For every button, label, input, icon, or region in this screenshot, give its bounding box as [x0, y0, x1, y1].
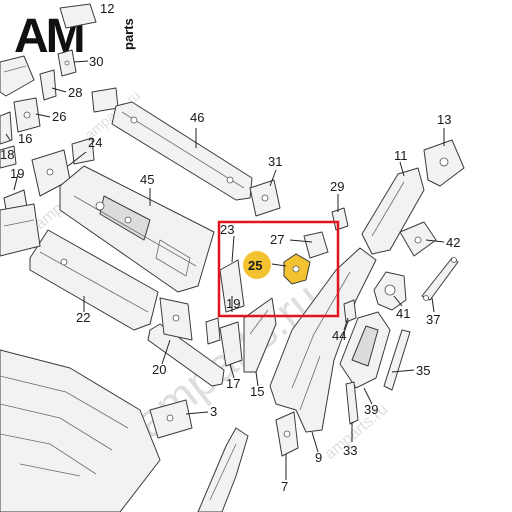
part-80-bracket[interactable]	[71, 137, 95, 165]
callout-45[interactable]: 45	[140, 172, 154, 187]
part-25-selected[interactable]	[283, 253, 311, 285]
callout-37[interactable]: 37	[426, 312, 440, 327]
callout-44[interactable]: 44	[332, 328, 346, 343]
part-floor-panel[interactable]	[0, 349, 161, 512]
callout-23[interactable]: 23	[220, 222, 234, 237]
callout-26[interactable]: 26	[52, 109, 66, 124]
part-left-rail-upper[interactable]	[0, 55, 35, 97]
part-33-strip[interactable]	[345, 381, 359, 425]
callout-9[interactable]: 9	[315, 450, 322, 465]
callout-17[interactable]: 17	[226, 376, 240, 391]
part-31-bracket[interactable]	[249, 179, 281, 217]
part-left-edge-panel[interactable]	[0, 203, 41, 257]
part-11-rail[interactable]	[361, 167, 425, 255]
part-92-bracket[interactable]	[91, 87, 119, 113]
callout-18[interactable]: 18	[0, 147, 14, 162]
callout-42[interactable]: 42	[446, 235, 460, 250]
am-parts-logo: AM parts	[14, 10, 136, 63]
callout-29[interactable]: 29	[330, 179, 344, 194]
part-42-bracket[interactable]	[399, 221, 437, 257]
callout-27[interactable]: 27	[270, 232, 284, 247]
part-7-bracket[interactable]	[275, 411, 299, 457]
part-30-bracket[interactable]	[57, 49, 77, 77]
callout-13[interactable]: 13	[437, 112, 451, 127]
part-37-link[interactable]	[421, 257, 459, 301]
part-16-plate[interactable]	[0, 145, 17, 169]
part-26-bracket[interactable]	[13, 97, 41, 133]
part-13-bracket[interactable]	[423, 139, 465, 187]
part-12-bracket[interactable]	[59, 3, 97, 29]
part-23-bracket[interactable]	[219, 259, 245, 313]
part-46-rail[interactable]	[111, 101, 253, 201]
part-44-clip[interactable]	[343, 299, 357, 323]
part-17-bracket[interactable]	[219, 321, 243, 367]
part-small-19[interactable]	[205, 317, 221, 345]
part-45-panel[interactable]	[59, 165, 215, 293]
callout-24[interactable]: 24	[88, 135, 102, 150]
callout-labels: 12 30 28 26 16 18 24 46 45 31 29 19 11 1…	[0, 1, 460, 494]
callout-7[interactable]: 7	[281, 479, 288, 494]
callout-20[interactable]: 20	[152, 362, 166, 377]
callout-12[interactable]: 12	[100, 1, 114, 16]
selected-callout-marker	[243, 251, 271, 279]
part-20-bracket[interactable]	[159, 297, 193, 341]
callout-3[interactable]: 3	[210, 404, 217, 419]
leader-lines	[5, 60, 445, 480]
callout-33[interactable]: 33	[343, 443, 357, 458]
part-28-bracket[interactable]	[39, 69, 57, 101]
part-29-bracket[interactable]	[331, 207, 349, 231]
callout-30[interactable]: 30	[89, 54, 103, 69]
callout-11[interactable]: 11	[394, 148, 408, 163]
part-22-panel[interactable]	[29, 229, 159, 331]
callout-46[interactable]: 46	[190, 110, 204, 125]
callout-35[interactable]: 35	[416, 363, 430, 378]
callout-31[interactable]: 31	[268, 154, 282, 169]
callout-16[interactable]: 16	[18, 131, 32, 146]
part-39-housing[interactable]	[339, 311, 391, 389]
callout-19[interactable]: 19	[226, 296, 240, 311]
part-lower-pillar[interactable]	[197, 427, 249, 512]
part-small-plate-left[interactable]	[0, 111, 13, 145]
part-20-rail[interactable]	[147, 323, 225, 387]
callout-15[interactable]: 15	[250, 384, 264, 399]
callout-28[interactable]: 28	[68, 85, 82, 100]
part-3-bracket[interactable]	[149, 399, 193, 439]
part-35-strip[interactable]	[383, 329, 411, 391]
callout-22[interactable]: 22	[76, 310, 90, 325]
selection-highlight-box	[217, 220, 340, 318]
part-27-bracket[interactable]	[303, 231, 329, 259]
callout-41[interactable]: 41	[396, 306, 410, 321]
callout-25[interactable]: 25	[248, 258, 262, 273]
logo-sub: parts	[121, 18, 136, 50]
callout-19-left[interactable]: 19	[10, 166, 24, 181]
callout-39[interactable]: 39	[364, 402, 378, 417]
